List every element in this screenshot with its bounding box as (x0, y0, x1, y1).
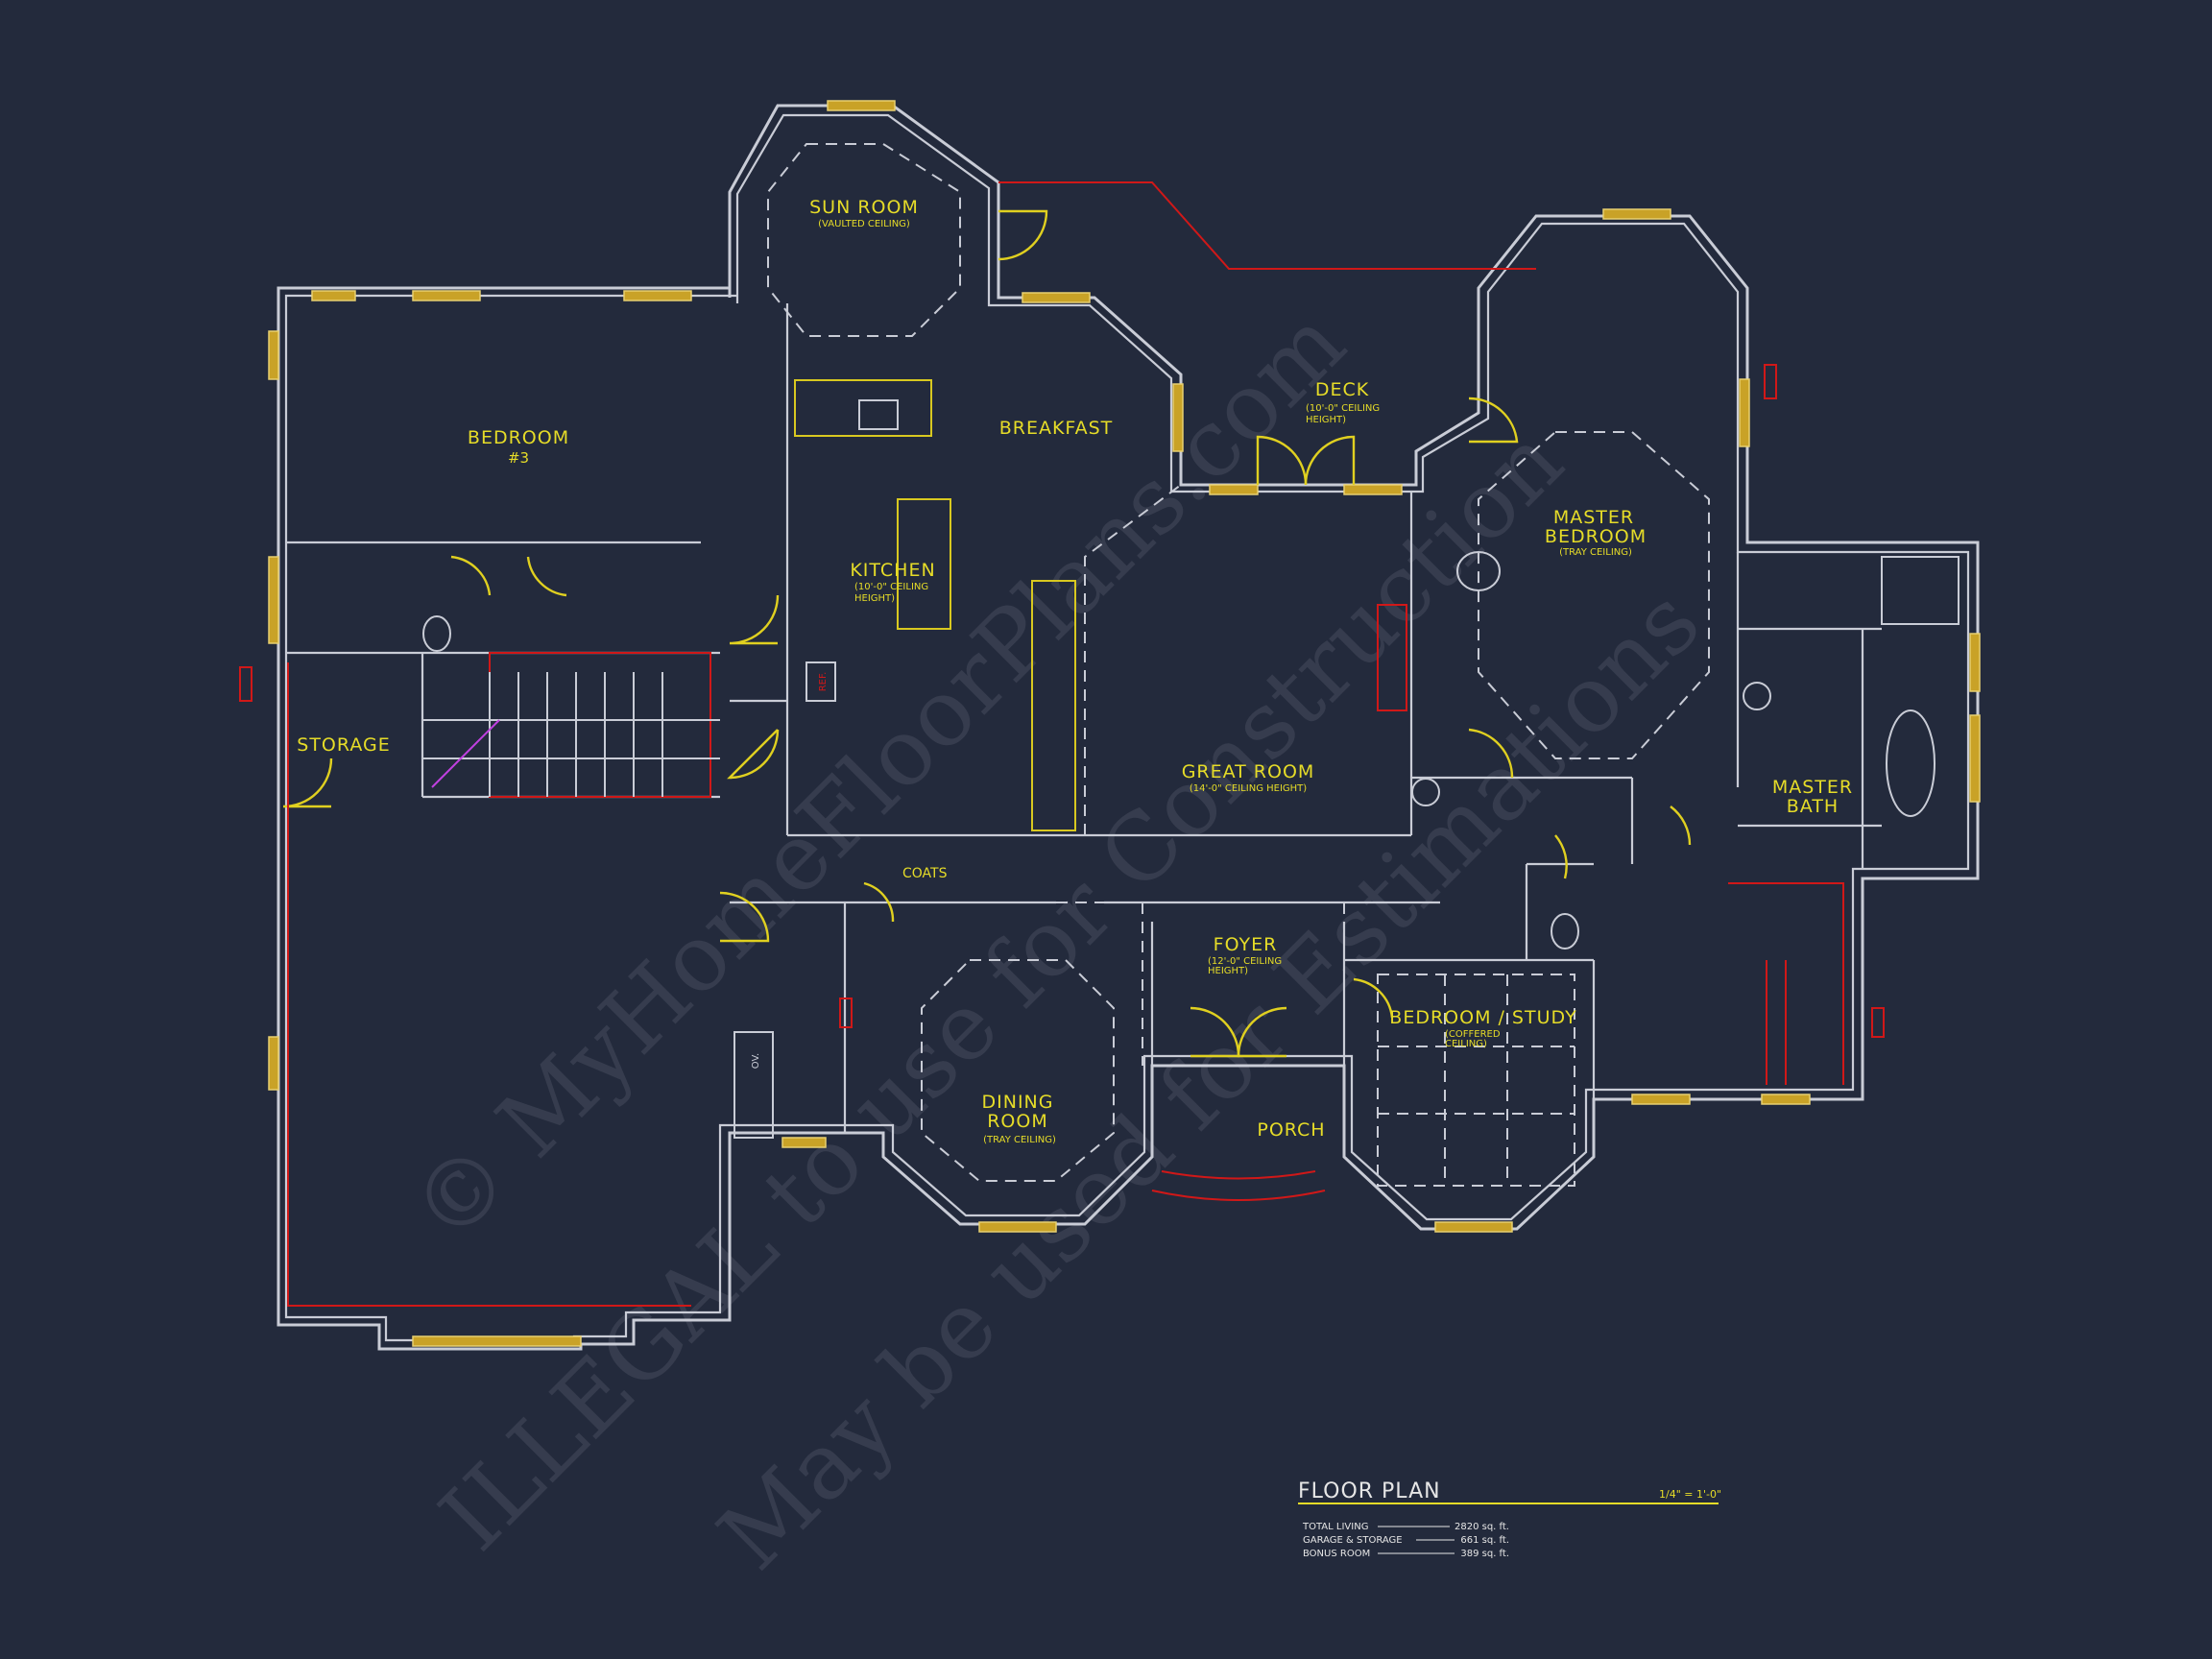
kitchen-note-1: (10'-0" CEILING (854, 582, 928, 592)
dining-room-label-1: DINING (982, 1092, 1054, 1113)
dining-room-label-2: ROOM (987, 1111, 1048, 1132)
area-value-total: 2820 sq. ft. (1455, 1522, 1509, 1532)
deck-label: DECK (1315, 379, 1369, 400)
foyer-note-1: (12'-0" CEILING (1208, 956, 1282, 967)
master-bath-label-2: BATH (1787, 796, 1839, 817)
bedroom-study-label: BEDROOM / STUDY (1389, 1007, 1576, 1028)
sun-room-note: (VAULTED CEILING) (818, 219, 910, 229)
coats-label: COATS (902, 866, 948, 881)
foyer-note-2: HEIGHT) (1208, 966, 1248, 976)
bedroom-study-note-1: (COFFERED (1445, 1029, 1501, 1040)
bedroom-study-note-2: CEILING) (1445, 1039, 1487, 1049)
master-bedroom-label-1: MASTER (1553, 507, 1634, 528)
master-bedroom-label-2: BEDROOM (1545, 526, 1647, 547)
kitchen-note-2: HEIGHT) (854, 593, 895, 604)
room-labels: SUN ROOM (VAULTED CEILING) BEDROOM #3 BR… (297, 197, 1853, 1145)
area-value-bonus: 389 sq. ft. (1460, 1549, 1509, 1559)
master-bedroom-note: (TRAY CEILING) (1559, 547, 1632, 558)
fixtures (422, 379, 1960, 1139)
windows (268, 100, 1981, 1347)
area-label-total: TOTAL LIVING (1302, 1522, 1368, 1532)
title-block-title: FLOOR PLAN (1298, 1479, 1441, 1503)
oven-label: OV. (751, 1053, 761, 1069)
title-block-scale: 1/4" = 1'-0" (1659, 1488, 1721, 1501)
kitchen-label: KITCHEN (850, 560, 935, 581)
breakfast-label: BREAKFAST (999, 418, 1114, 439)
sun-room-label: SUN ROOM (809, 197, 919, 218)
doors (282, 209, 1692, 1058)
area-label-bonus: BONUS ROOM (1303, 1549, 1370, 1559)
area-label-garage: GARAGE & STORAGE (1303, 1535, 1403, 1546)
refrigerator-label: REF. (818, 672, 829, 692)
dining-room-note: (TRAY CEILING) (983, 1135, 1056, 1145)
deck-note-2: HEIGHT) (1306, 415, 1346, 425)
great-room-note: (14'-0" CEILING HEIGHT) (1190, 783, 1307, 794)
watermark: © MyHomeFloorPlans.com ILLEGAL to use fo… (391, 289, 1720, 1590)
porch-label: PORCH (1257, 1119, 1325, 1141)
deck-note-1: (10'-0" CEILING (1306, 403, 1380, 414)
master-bath-label-1: MASTER (1772, 777, 1853, 798)
area-value-garage: 661 sq. ft. (1460, 1535, 1509, 1546)
great-room-label: GREAT ROOM (1182, 761, 1315, 782)
bedroom3-number: #3 (508, 449, 529, 467)
foyer-label: FOYER (1214, 934, 1278, 955)
bedroom3-label: BEDROOM (468, 427, 569, 448)
storage-label: STORAGE (297, 734, 390, 756)
title-block: FLOOR PLAN 1/4" = 1'-0" TOTAL LIVING 282… (1298, 1479, 1721, 1559)
ceiling-outlines (767, 143, 1710, 1187)
